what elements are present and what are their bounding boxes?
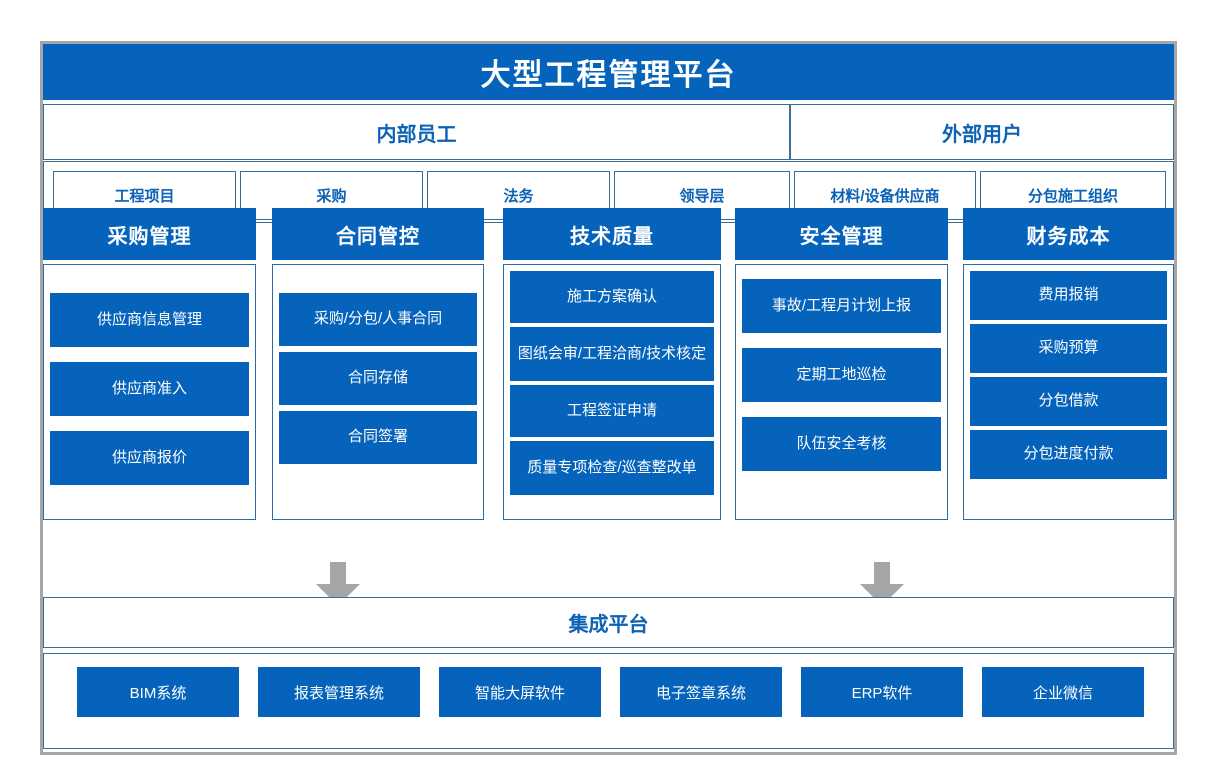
audience-internal-label: 内部员工 <box>376 123 457 146</box>
role-label: 分包施工组织 <box>1027 188 1118 205</box>
module-item-label: 分包进度付款 <box>1023 445 1114 463</box>
module-item-accident-monthly-plan-report[interactable]: 事故/工程月计划上报 <box>742 279 941 333</box>
system-tile-electronic-signature[interactable]: 电子签章系统 <box>620 667 782 717</box>
module-header-safety: 安全管理 <box>735 208 948 260</box>
module-title: 财务成本 <box>1026 225 1111 248</box>
module-header-procurement: 采购管理 <box>43 208 256 260</box>
module-item-label: 采购/分包/人事合同 <box>313 310 443 328</box>
role-label: 采购 <box>316 188 347 205</box>
module-header-contract: 合同管控 <box>272 208 484 260</box>
module-title: 采购管理 <box>107 225 192 248</box>
module-item-label: 分包借款 <box>1038 392 1099 410</box>
module-item-regular-site-inspection[interactable]: 定期工地巡检 <box>742 348 941 402</box>
module-column-finance-cost: 财务成本 费用报销 采购预算 分包借款 分包进度付款 <box>963 208 1174 520</box>
module-item-contract-storage[interactable]: 合同存储 <box>279 352 477 405</box>
module-item-construction-plan-confirm[interactable]: 施工方案确认 <box>510 271 714 323</box>
module-item-label: 工程签证申请 <box>566 401 657 419</box>
audience-external[interactable]: 外部用户 <box>790 104 1174 160</box>
module-item-supplier-info[interactable]: 供应商信息管理 <box>50 293 249 347</box>
module-item-procurement-budget[interactable]: 采购预算 <box>970 324 1167 373</box>
module-item-label: 合同存储 <box>347 369 408 387</box>
system-tile-label: BIM系统 <box>129 684 187 702</box>
audience-internal[interactable]: 内部员工 <box>43 104 790 160</box>
module-item-label: 队伍安全考核 <box>796 434 887 452</box>
module-item-engineering-visa-application[interactable]: 工程签证申请 <box>510 385 714 437</box>
role-label: 材料/设备供应商 <box>830 188 940 205</box>
systems-row: BIM系统 报表管理系统 智能大屏软件 电子签章系统 ERP软件 企业微信 <box>43 653 1174 749</box>
system-tile-label: 企业微信 <box>1032 684 1093 702</box>
system-tile-smart-screen[interactable]: 智能大屏软件 <box>439 667 601 717</box>
down-arrow-icon-left <box>316 562 360 606</box>
system-tile-label: 报表管理系统 <box>293 684 384 702</box>
module-item-label: 合同签署 <box>347 428 408 446</box>
system-tile-enterprise-wechat[interactable]: 企业微信 <box>982 667 1144 717</box>
integration-platform-bar[interactable]: 集成平台 <box>43 597 1174 648</box>
module-item-label: 定期工地巡检 <box>796 365 887 383</box>
module-body-technical-quality: 施工方案确认 图纸会审/工程洽商/技术核定 工程签证申请 质量专项检查/巡查整改… <box>503 264 721 520</box>
module-item-supplier-access[interactable]: 供应商准入 <box>50 362 249 416</box>
system-tile-report-management[interactable]: 报表管理系统 <box>258 667 420 717</box>
module-column-safety: 安全管理 事故/工程月计划上报 定期工地巡检 队伍安全考核 <box>735 208 948 520</box>
role-label: 工程项目 <box>114 188 175 205</box>
down-arrow-icon-right <box>860 562 904 606</box>
module-item-team-safety-assessment[interactable]: 队伍安全考核 <box>742 417 941 471</box>
module-item-subcontract-progress-payment[interactable]: 分包进度付款 <box>970 430 1167 479</box>
role-label: 领导层 <box>679 188 725 205</box>
module-item-label: 施工方案确认 <box>566 287 657 305</box>
module-item-label: 供应商报价 <box>111 448 187 466</box>
module-item-label: 质量专项检查/巡查整改单 <box>527 458 697 476</box>
module-title: 合同管控 <box>336 225 420 248</box>
system-tile-label: 智能大屏软件 <box>474 684 565 702</box>
module-body-finance-cost: 费用报销 采购预算 分包借款 分包进度付款 <box>963 264 1174 520</box>
module-item-label: 供应商信息管理 <box>96 310 202 328</box>
audience-row: 内部员工 外部用户 <box>43 104 1174 160</box>
module-item-subcontract-loan[interactable]: 分包借款 <box>970 377 1167 426</box>
module-item-supplier-quote[interactable]: 供应商报价 <box>50 431 249 485</box>
module-title: 技术质量 <box>570 225 654 248</box>
module-body-safety: 事故/工程月计划上报 定期工地巡检 队伍安全考核 <box>735 264 948 520</box>
page-title: 大型工程管理平台 <box>480 59 737 92</box>
module-header-technical-quality: 技术质量 <box>503 208 721 260</box>
module-item-label: 图纸会审/工程洽商/技术核定 <box>517 344 707 362</box>
module-item-label: 供应商准入 <box>111 379 187 397</box>
module-column-procurement: 采购管理 供应商信息管理 供应商准入 供应商报价 <box>43 208 256 520</box>
audience-external-label: 外部用户 <box>942 123 1022 146</box>
module-item-label: 采购预算 <box>1038 339 1099 357</box>
module-column-technical-quality: 技术质量 施工方案确认 图纸会审/工程洽商/技术核定 工程签证申请 质量专项检查… <box>503 208 721 520</box>
integration-platform-label: 集成平台 <box>568 614 649 636</box>
system-tile-bim[interactable]: BIM系统 <box>77 667 239 717</box>
module-item-expense-reimbursement[interactable]: 费用报销 <box>970 271 1167 320</box>
module-title: 安全管理 <box>799 225 884 248</box>
module-item-quality-inspection-rectification[interactable]: 质量专项检查/巡查整改单 <box>510 441 714 495</box>
module-body-procurement: 供应商信息管理 供应商准入 供应商报价 <box>43 264 256 520</box>
module-header-finance-cost: 财务成本 <box>963 208 1174 260</box>
module-item-drawing-review[interactable]: 图纸会审/工程洽商/技术核定 <box>510 327 714 381</box>
module-item-label: 事故/工程月计划上报 <box>771 296 912 314</box>
module-column-contract: 合同管控 采购/分包/人事合同 合同存储 合同签署 <box>272 208 484 520</box>
module-item-contract-signing[interactable]: 合同签署 <box>279 411 477 464</box>
page-title-banner: 大型工程管理平台 <box>43 44 1174 100</box>
system-tile-label: ERP软件 <box>851 684 913 702</box>
system-tile-erp[interactable]: ERP软件 <box>801 667 963 717</box>
module-item-label: 费用报销 <box>1038 286 1099 304</box>
module-body-contract: 采购/分包/人事合同 合同存储 合同签署 <box>272 264 484 520</box>
system-tile-label: 电子签章系统 <box>655 684 746 702</box>
module-item-contract-types[interactable]: 采购/分包/人事合同 <box>279 293 477 346</box>
role-label: 法务 <box>503 188 534 205</box>
